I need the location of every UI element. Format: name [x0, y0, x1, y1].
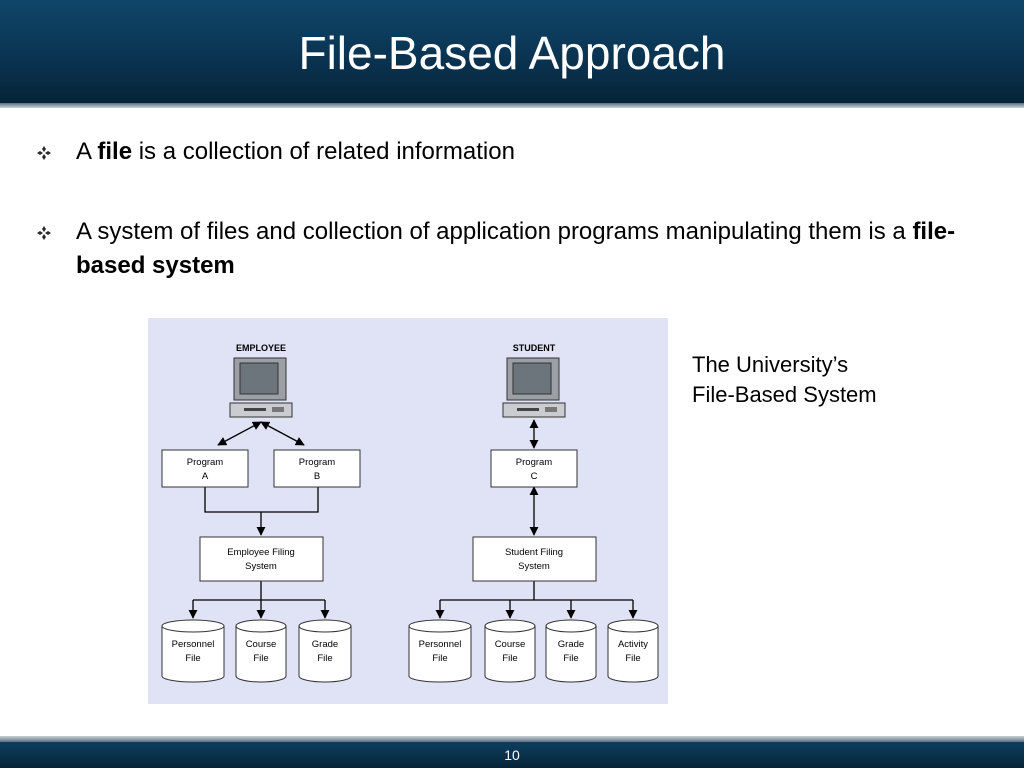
program-letter: B [314, 471, 320, 482]
filing-system-label: Student Filing [505, 547, 563, 558]
caption-line: File-Based System [692, 382, 877, 407]
header-divider [0, 103, 1024, 108]
computer-icon [229, 357, 293, 418]
diagram-svg: EMPLOYEE STUDENT [161, 343, 659, 683]
program-label: Program [187, 457, 224, 468]
file-label: File [563, 653, 578, 664]
file-label: Course [246, 639, 277, 650]
file-label: File [185, 653, 200, 664]
file-label: Activity [618, 639, 648, 650]
database-cylinder-icon: Grade File [545, 619, 597, 683]
database-cylinder-icon: Activity File [607, 619, 659, 683]
bullet-text-pre: A [76, 138, 98, 165]
diamond-bullet-icon [37, 226, 51, 240]
connector-lines [188, 419, 638, 619]
file-label: File [502, 653, 517, 664]
slide-title: File-Based Approach [298, 27, 726, 79]
filing-system-label: Employee Filing [227, 547, 295, 558]
file-label: Grade [558, 639, 584, 650]
bullet-text-post: is a collection of related information [132, 138, 515, 165]
computer-icon [502, 357, 566, 418]
program-label: Program [299, 457, 336, 468]
filing-system-label: System [518, 561, 550, 572]
file-label: Personnel [172, 639, 215, 650]
database-cylinder-icon: Grade File [298, 619, 352, 683]
bullet-item: A file is a collection of related inform… [36, 135, 956, 169]
employee-label: EMPLOYEE [236, 343, 286, 353]
program-label: Program [516, 457, 553, 468]
page-number: 10 [504, 747, 520, 763]
program-box: Program C [490, 449, 578, 488]
footer-divider [0, 736, 1024, 742]
database-cylinder-icon: Personnel File [408, 619, 472, 683]
slide-footer: 10 [0, 742, 1024, 768]
student-label: STUDENT [513, 343, 556, 353]
database-cylinder-icon: Personnel File [161, 619, 225, 683]
file-label: Course [495, 639, 526, 650]
file-label: File [317, 653, 332, 664]
program-letter: A [202, 471, 209, 482]
file-label: File [625, 653, 640, 664]
file-label: File [432, 653, 447, 664]
filing-system-label: System [245, 561, 277, 572]
bullet-list: A file is a collection of related inform… [36, 135, 956, 329]
file-label: File [253, 653, 268, 664]
file-based-system-diagram: EMPLOYEE STUDENT [148, 318, 668, 704]
bullet-text-pre: A system of files and collection of appl… [76, 218, 913, 245]
program-box: Program A [161, 449, 249, 488]
bullet-text-bold: file [97, 138, 133, 165]
database-cylinder-icon: Course File [484, 619, 536, 683]
program-letter: C [531, 471, 538, 482]
diagram-caption: The University’s File-Based System [692, 350, 877, 410]
filing-system-box: Student Filing System [472, 536, 597, 582]
bullet-item: A system of files and collection of appl… [36, 215, 956, 283]
file-label: Personnel [419, 639, 462, 650]
caption-line: The University’s [692, 352, 849, 377]
program-box: Program B [273, 449, 361, 488]
slide-header: File-Based Approach [0, 0, 1024, 103]
bullet-text-bold: file-based system [76, 218, 956, 279]
filing-system-box: Employee Filing System [199, 536, 324, 582]
database-cylinder-icon: Course File [235, 619, 287, 683]
file-label: Grade [312, 639, 338, 650]
diamond-bullet-icon [37, 146, 51, 160]
